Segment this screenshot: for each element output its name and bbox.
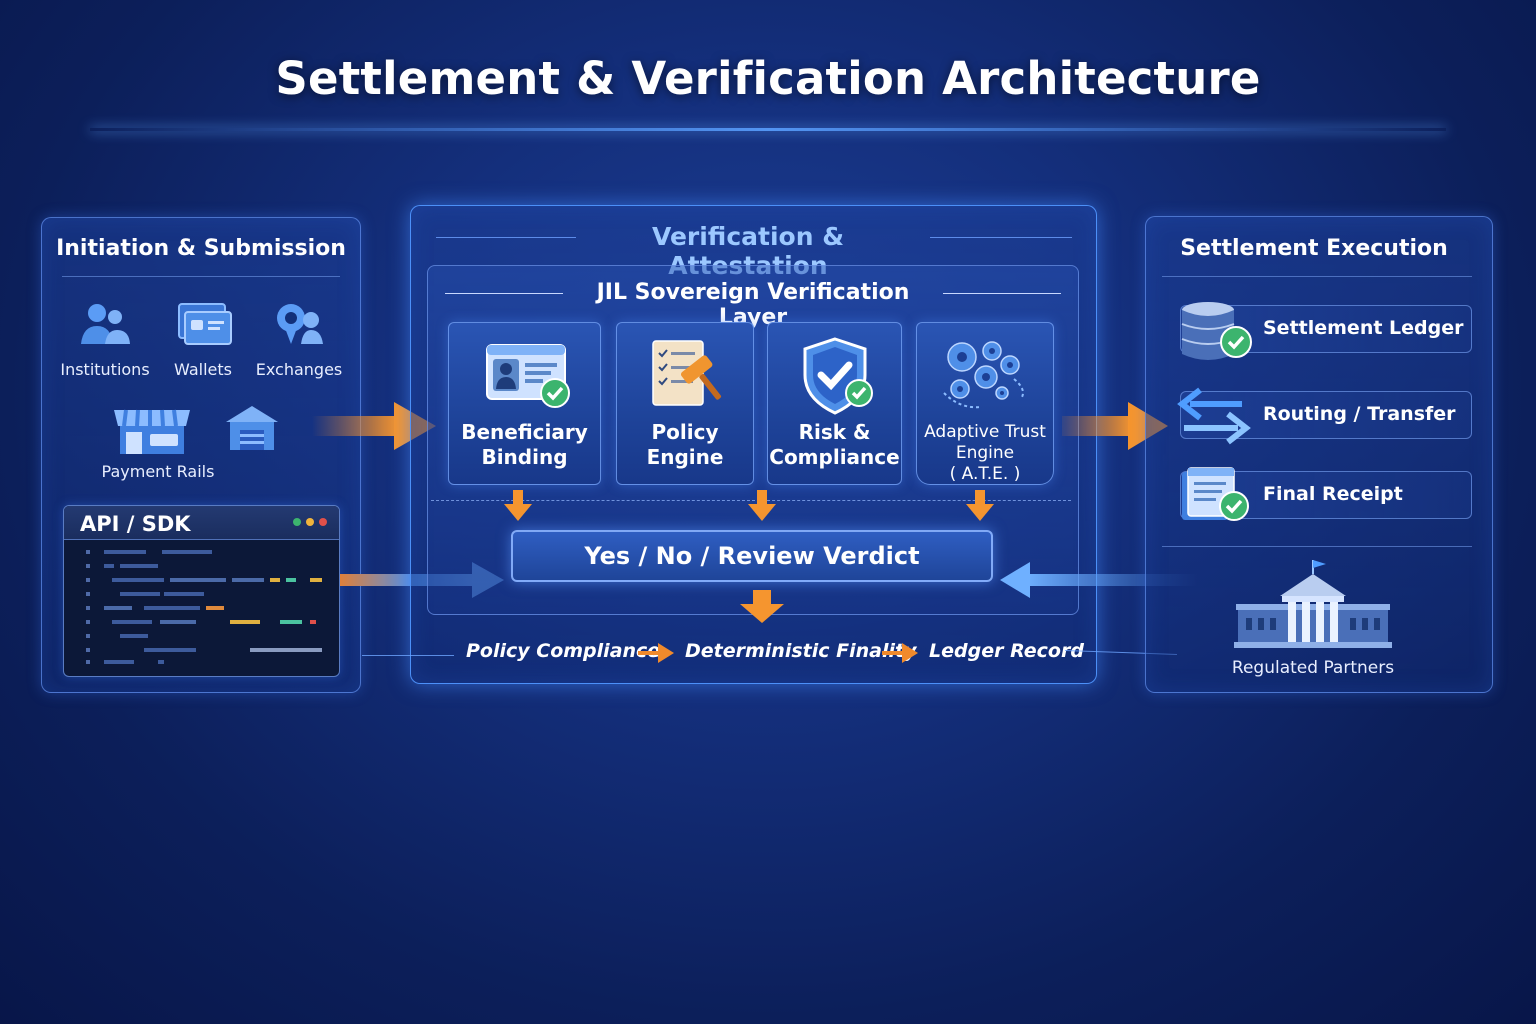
page-title: Settlement & Verification Architecture [275, 52, 1261, 105]
source-label: Institutions [60, 360, 150, 379]
window-dot-red [319, 518, 327, 526]
flow-policy-compliance: Policy Compliance [466, 640, 661, 662]
module-label: Risk & Compliance [769, 420, 900, 469]
api-title: API / SDK [80, 512, 191, 536]
layer-title: JIL Sovereign Verification Layer [596, 280, 910, 330]
window-dot-yellow [306, 518, 314, 526]
flow-chevron-2 [882, 643, 918, 663]
verification-title-rule-right [930, 237, 1072, 238]
module-label: Beneficiary Binding [461, 420, 588, 469]
gears-icon [943, 341, 1024, 409]
settlement-divider [1162, 546, 1472, 547]
flow-ledger-record: Ledger Record [929, 640, 1084, 662]
layer-title-rule-right [943, 293, 1061, 294]
module-label: Adaptive Trust Engine ( A.T.E. ) [924, 422, 1046, 484]
api-window-header: API / SDK [64, 506, 339, 540]
source-wallets[interactable]: Wallets [148, 300, 258, 379]
source-institutions[interactable]: Institutions [50, 300, 160, 379]
window-dot-green [293, 518, 301, 526]
initiation-title: Initiation & Submission [56, 236, 346, 261]
dest-label: Settlement Ledger [1263, 317, 1464, 339]
layer-title-rule-left [445, 293, 563, 294]
id-card-check-icon [485, 344, 570, 408]
flow-chevron-1 [638, 643, 674, 663]
initiation-title-rule [62, 276, 340, 277]
transfer-arrows-icon [1177, 387, 1251, 445]
module-risk-compliance[interactable]: Risk & Compliance [767, 322, 902, 485]
source-label: Wallets [174, 360, 232, 379]
layer-dashed-divider [431, 500, 1071, 501]
flow-line-left [362, 655, 454, 656]
dest-label: Final Receipt [1263, 483, 1403, 505]
source-label: Exchanges [255, 360, 343, 379]
settlement-title-rule [1162, 276, 1472, 277]
verdict-bar[interactable]: Yes / No / Review Verdict [511, 530, 993, 582]
down-arrow-binding [504, 490, 532, 521]
title-divider [90, 128, 1446, 131]
module-label: Policy Engine [646, 420, 724, 469]
down-arrow-risk [748, 490, 776, 521]
payment-rails-label: Payment Rails [101, 462, 215, 481]
settlement-title: Settlement Execution [1180, 236, 1448, 261]
source-exchanges[interactable]: Exchanges [244, 300, 354, 379]
exchange-icon [277, 304, 323, 344]
verification-title-rule-left [436, 237, 576, 238]
down-arrow-verdict [740, 590, 784, 623]
storefront-icon [114, 409, 190, 454]
module-adaptive-trust-engine[interactable]: Adaptive Trust Engine ( A.T.E. ) [916, 322, 1054, 485]
code-lines [86, 550, 322, 664]
dest-label: Routing / Transfer [1263, 403, 1456, 425]
down-arrow-ate [966, 490, 994, 521]
flow-deterministic-finality: Deterministic Finality [685, 640, 917, 662]
regulated-partners-building-icon [1234, 560, 1392, 648]
api-sdk-window[interactable]: API / SDK [63, 505, 340, 677]
shield-check-icon [803, 337, 873, 415]
database-check-icon [1181, 302, 1252, 360]
module-policy-engine[interactable]: Policy Engine [616, 322, 754, 485]
gavel-checklist-icon [652, 340, 722, 406]
users-icon [81, 304, 130, 344]
bank-icon [226, 406, 278, 450]
wallet-icon [178, 303, 232, 345]
module-beneficiary-binding[interactable]: Beneficiary Binding [448, 322, 601, 485]
receipt-check-icon [1182, 467, 1249, 521]
regulated-partners-label: Regulated Partners [1231, 658, 1395, 678]
